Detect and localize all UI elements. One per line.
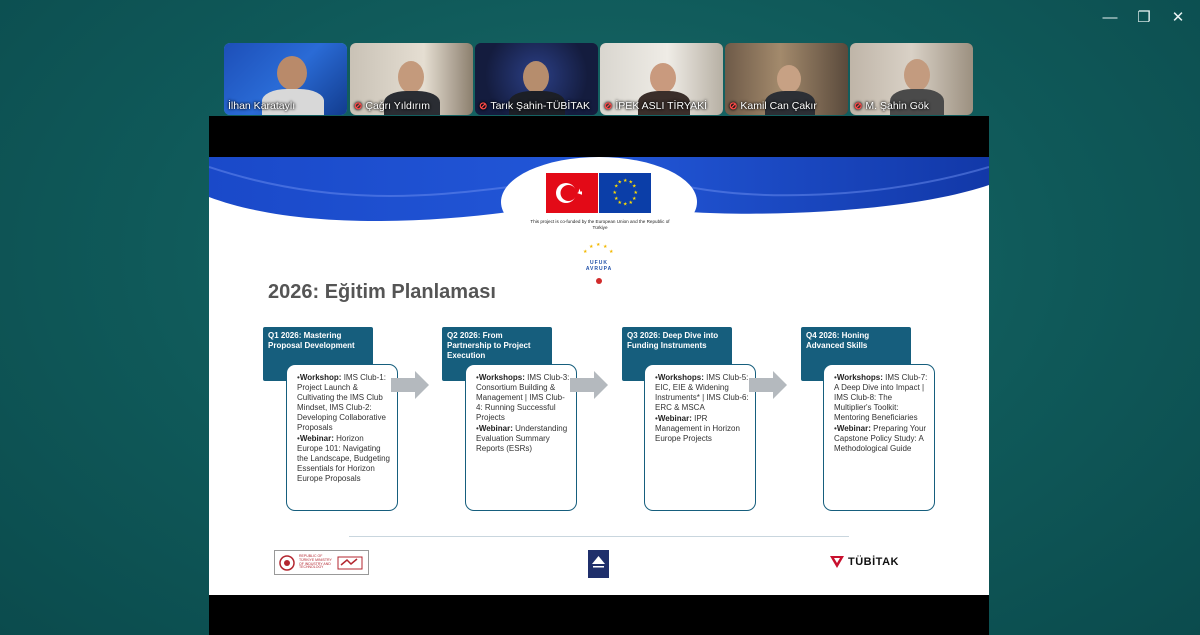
participant-tile[interactable]: İlhan Karataylı bbox=[224, 43, 347, 115]
mic-off-icon: ⊘ bbox=[354, 100, 363, 112]
participant-name: M. Şahin Gök bbox=[865, 100, 930, 112]
svg-text:★: ★ bbox=[614, 196, 619, 202]
participant-video bbox=[777, 65, 801, 93]
q4-webinar: •Webinar: Preparing Your Capstone Policy… bbox=[834, 424, 927, 453]
participant-video bbox=[650, 63, 676, 93]
svg-text:★: ★ bbox=[618, 200, 623, 206]
svg-text:★: ★ bbox=[603, 244, 608, 250]
q4-card: •Workshops: IMS Club-7: A Deep Dive into… bbox=[823, 364, 935, 511]
turkey-flag-icon bbox=[546, 173, 598, 213]
logo-drop-icon bbox=[596, 278, 602, 284]
minimize-button[interactable]: — bbox=[1102, 8, 1118, 26]
participant-video bbox=[523, 61, 549, 93]
footer-divider bbox=[349, 536, 849, 537]
q2-webinar: •Webinar: Understanding Evaluation Summa… bbox=[476, 424, 568, 453]
arrow-right-icon bbox=[749, 371, 787, 399]
svg-text:★: ★ bbox=[618, 180, 623, 186]
ufuk-avrupa-logo: ★★★ ★★ UFUK AVRUPA bbox=[579, 242, 619, 290]
svg-text:★: ★ bbox=[596, 243, 601, 248]
svg-text:★: ★ bbox=[629, 180, 634, 186]
tubitak-logo: TÜBİTAK bbox=[829, 555, 899, 569]
q3-webinar: •Webinar: IPR Management in Horizon Euro… bbox=[655, 414, 740, 443]
svg-text:★: ★ bbox=[609, 249, 614, 255]
q2-workshop: •Workshops: IMS Club-3: Consortium Build… bbox=[476, 373, 570, 422]
participant-video bbox=[398, 61, 424, 93]
participant-video bbox=[904, 59, 930, 91]
arrow-right-icon bbox=[570, 371, 608, 399]
cofund-note: This project is co-funded by the Europea… bbox=[530, 219, 670, 230]
participant-video bbox=[277, 56, 307, 90]
participant-tile[interactable]: ⊘Kamil Can Çakır bbox=[725, 43, 848, 115]
presentation-slide: ★★★ ★★★ ★★★ ★★★ This project is co-funde… bbox=[209, 157, 989, 595]
ministry-seal-icon bbox=[279, 554, 295, 571]
slide-title: 2026: Eğitim Planlaması bbox=[268, 281, 496, 303]
participant-tile[interactable]: ⊘Çağrı Yıldırım bbox=[350, 43, 473, 115]
eu-flag-icon: ★★★ ★★★ ★★★ ★★★ bbox=[599, 173, 651, 213]
participant-name: Tarık Şahin-TÜBİTAK bbox=[490, 100, 590, 112]
institution-logo bbox=[588, 550, 609, 578]
ministry-logo: REPUBLIC OF TÜRKİYE MINISTRY OF INDUSTRY… bbox=[274, 550, 369, 575]
q4-header: Q4 2026: Honing Advanced Skills bbox=[801, 327, 911, 381]
participant-name: İlhan Karataylı bbox=[228, 100, 296, 112]
q3-workshop: •Workshops: IMS Club-5: EIC, EIE & Widen… bbox=[655, 373, 749, 412]
participant-name: Çağrı Yıldırım bbox=[365, 100, 430, 112]
tubitak-mark-icon bbox=[830, 556, 844, 568]
svg-text:★: ★ bbox=[583, 249, 588, 255]
q1-webinar: •Webinar: Horizon Europe 101: Navigating… bbox=[297, 434, 390, 483]
flags: ★★★ ★★★ ★★★ ★★★ bbox=[546, 173, 652, 218]
participant-tile[interactable]: ⊘M. Şahin Gök bbox=[850, 43, 973, 115]
participant-strip: İlhan Karataylı ⊘Çağrı Yıldırım ⊘Tarık Ş… bbox=[224, 43, 975, 115]
arrow-right-icon bbox=[391, 371, 429, 399]
ufuk-stars-icon: ★★★ ★★ bbox=[583, 242, 614, 255]
participant-tile[interactable]: ⊘İPEK ASLI TİRYAKİ bbox=[600, 43, 723, 115]
q4-workshop: •Workshops: IMS Club-7: A Deep Dive into… bbox=[834, 373, 928, 422]
q3-card: •Workshops: IMS Club-5: EIC, EIE & Widen… bbox=[644, 364, 756, 511]
mic-off-icon: ⊘ bbox=[854, 100, 863, 112]
svg-text:★: ★ bbox=[634, 190, 639, 196]
screen-share-area: ★★★ ★★★ ★★★ ★★★ This project is co-funde… bbox=[209, 116, 989, 635]
svg-text:★: ★ bbox=[623, 178, 628, 184]
q1-card: •Workshop: IMS Club-1: Project Launch & … bbox=[286, 364, 398, 511]
q2-card: •Workshops: IMS Club-3: Consortium Build… bbox=[465, 364, 577, 511]
mic-off-icon: ⊘ bbox=[479, 100, 488, 112]
svg-text:★: ★ bbox=[613, 190, 618, 196]
svg-text:★: ★ bbox=[629, 200, 634, 206]
svg-text:★: ★ bbox=[623, 202, 628, 208]
building-icon bbox=[588, 550, 609, 578]
participant-name: Kamil Can Çakır bbox=[740, 100, 817, 112]
participant-name: İPEK ASLI TİRYAKİ bbox=[615, 100, 708, 112]
mic-off-icon: ⊘ bbox=[604, 100, 613, 112]
svg-text:★: ★ bbox=[632, 196, 637, 202]
svg-text:★: ★ bbox=[632, 184, 637, 190]
close-button[interactable]: ✕ bbox=[1171, 9, 1185, 26]
q1-workshop: •Workshop: IMS Club-1: Project Launch & … bbox=[297, 373, 386, 432]
participant-tile[interactable]: ⊘Tarık Şahin-TÜBİTAK bbox=[475, 43, 598, 115]
svg-text:★: ★ bbox=[589, 244, 594, 250]
ministry-badge-icon bbox=[337, 556, 363, 569]
svg-text:★: ★ bbox=[614, 184, 619, 190]
mic-off-icon: ⊘ bbox=[729, 100, 738, 112]
maximize-button[interactable]: ❐ bbox=[1137, 9, 1151, 26]
